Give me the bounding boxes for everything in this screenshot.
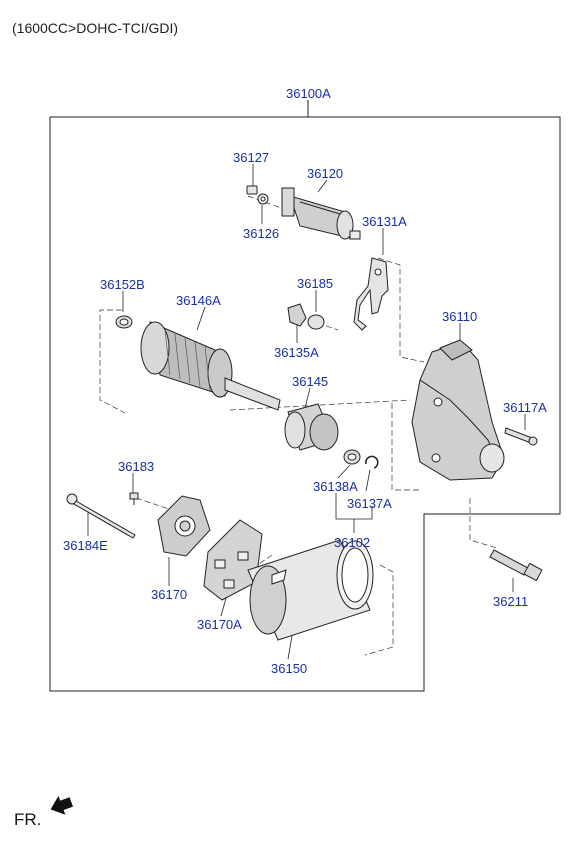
part-36185-seal xyxy=(307,314,325,330)
part-36145-pinion xyxy=(284,403,339,451)
part-36126-nut xyxy=(257,193,269,205)
label-36152B: 36152B xyxy=(100,277,145,292)
part-36127-bolt xyxy=(246,185,258,195)
part-36135A-rubber xyxy=(287,303,307,327)
label-36127: 36127 xyxy=(233,150,270,165)
part-36146A-armature xyxy=(140,321,281,411)
label-36184E: 36184E xyxy=(63,538,108,553)
label-36110: 36110 xyxy=(442,309,478,324)
front-direction-label: FR. xyxy=(14,810,42,829)
part-36110-housing xyxy=(411,339,505,481)
label-36185: 36185 xyxy=(297,276,334,291)
label-36170: 36170 xyxy=(151,587,188,602)
label-36135A: 36135A xyxy=(274,345,319,360)
label-36117A: 36117A xyxy=(503,400,547,415)
label-36146A: 36146A xyxy=(176,293,221,308)
label-36145: 36145 xyxy=(292,374,329,389)
label-36183: 36183 xyxy=(118,459,155,474)
label-36100A: 36100A xyxy=(286,86,331,101)
label-36137A: 36137A xyxy=(347,496,392,511)
label-36138A: 36138A xyxy=(313,479,358,494)
part-36211-mount-bolt xyxy=(489,549,543,582)
part-36120-solenoid xyxy=(281,187,361,240)
engine-spec-label: (1600CC>DOHC-TCI/GDI) xyxy=(12,20,179,36)
label-36102: 36102 xyxy=(334,535,371,550)
label-36150: 36150 xyxy=(271,661,308,676)
part-36184E-through-bolt xyxy=(66,493,136,539)
front-arrow-icon xyxy=(50,795,73,815)
part-36183-screw xyxy=(129,492,139,505)
label-36126: 36126 xyxy=(243,226,280,241)
part-36138A-stop-ring xyxy=(343,449,361,465)
part-36137A-snap-ring xyxy=(365,455,379,469)
label-36120: 36120 xyxy=(307,166,344,181)
part-36117A-bolt xyxy=(504,427,538,446)
label-36170A: 36170A xyxy=(197,617,242,632)
assembly-outline xyxy=(49,116,561,692)
part-36152B-bushing xyxy=(115,315,133,329)
part-36131A-lever xyxy=(353,257,389,331)
part-36150-yoke xyxy=(247,539,374,641)
part-36170-end-frame xyxy=(157,495,211,557)
label-36131A: 36131A xyxy=(362,214,407,229)
label-36211: 36211 xyxy=(493,594,529,609)
